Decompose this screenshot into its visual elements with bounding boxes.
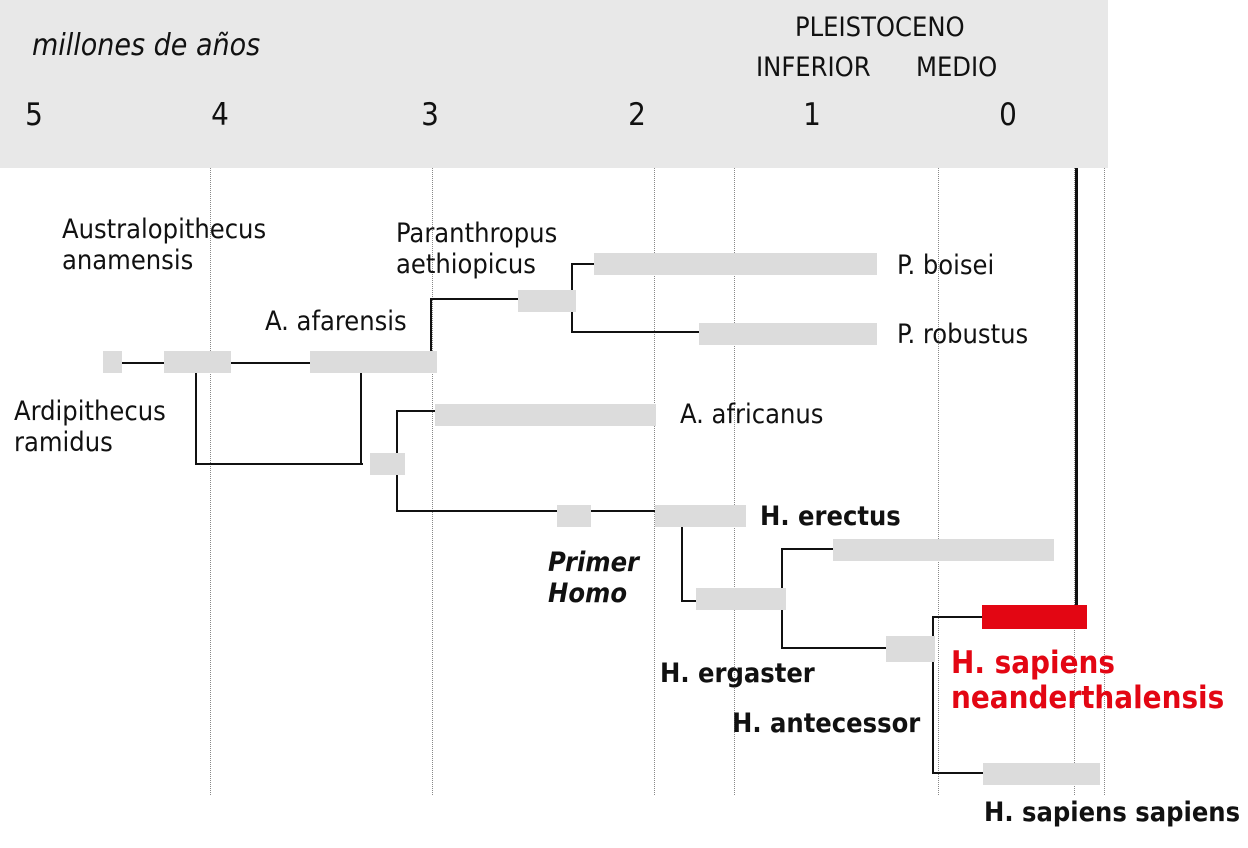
bar-ardipithecus — [103, 351, 122, 373]
tick-label: 2 — [628, 97, 646, 133]
bar-boisei — [594, 253, 877, 275]
tick-label: 3 — [421, 97, 439, 133]
connector — [430, 298, 522, 300]
label-sapiens: H. sapiens sapiens — [984, 797, 1241, 828]
timeline-header — [0, 0, 1108, 168]
label-antecessor: H. antecessor — [732, 708, 921, 739]
gridline — [654, 168, 655, 795]
label-ardipithecus: Ardipithecus ramidus — [14, 396, 166, 458]
present-day-line — [1075, 168, 1078, 610]
tick-label: 0 — [999, 97, 1017, 133]
sub-epoch-medio: MEDIO — [916, 52, 998, 83]
label-africanus: A. africanus — [680, 399, 824, 430]
connector — [571, 331, 703, 333]
connector — [781, 647, 889, 649]
connector — [396, 410, 438, 412]
connector — [360, 362, 362, 465]
epoch-label: PLEISTOCENO — [795, 12, 965, 43]
label-boisei: P. boisei — [897, 250, 995, 281]
gridline — [1104, 168, 1105, 795]
label-erectus: H. erectus — [760, 501, 901, 532]
label-robustus: P. robustus — [897, 319, 1029, 350]
connector — [571, 263, 597, 265]
bar-robustus — [699, 323, 877, 345]
bar-erectus — [655, 505, 746, 527]
gridline — [938, 168, 939, 795]
label-ergaster: H. ergaster — [660, 658, 815, 689]
gridline — [432, 168, 433, 795]
bar-primer-homo — [557, 505, 591, 527]
connector — [932, 772, 984, 774]
connector — [195, 362, 197, 465]
bar-ergaster — [696, 588, 786, 610]
tick-label: 5 — [25, 97, 43, 133]
label-afarensis: A. afarensis — [265, 306, 407, 337]
tick-label: 1 — [803, 97, 821, 133]
connector — [430, 298, 432, 362]
bar-anamensis — [164, 351, 231, 373]
connector — [781, 548, 835, 550]
gridline — [210, 168, 211, 795]
sub-epoch-inferior: INFERIOR — [756, 52, 871, 83]
gridline — [1074, 168, 1075, 795]
bar-aethiopicus — [518, 290, 576, 312]
connector — [195, 463, 363, 465]
bar-afarensis — [310, 351, 437, 373]
tick-label: 4 — [211, 97, 229, 133]
label-aethiopicus: Paranthropus aethiopicus — [396, 218, 558, 280]
bar-sapiens — [983, 763, 1100, 785]
axis-unit-label: millones de años — [32, 28, 261, 63]
gridline — [734, 168, 735, 795]
bar-antecessor — [886, 636, 935, 662]
connector — [932, 616, 934, 774]
bar-ancestor — [370, 453, 405, 475]
label-anamensis: Australopithecus anamensis — [62, 214, 267, 276]
connector — [932, 616, 984, 618]
connector — [681, 526, 683, 602]
connector — [396, 510, 658, 512]
bar-erectus-late — [833, 539, 1054, 561]
bar-neanderthalensis — [982, 605, 1087, 629]
bar-africanus — [435, 404, 656, 426]
label-neanderthalensis: H. sapiens neanderthalensis — [951, 645, 1225, 716]
connector — [681, 600, 699, 602]
label-primer-homo: Primer Homo — [548, 547, 640, 609]
